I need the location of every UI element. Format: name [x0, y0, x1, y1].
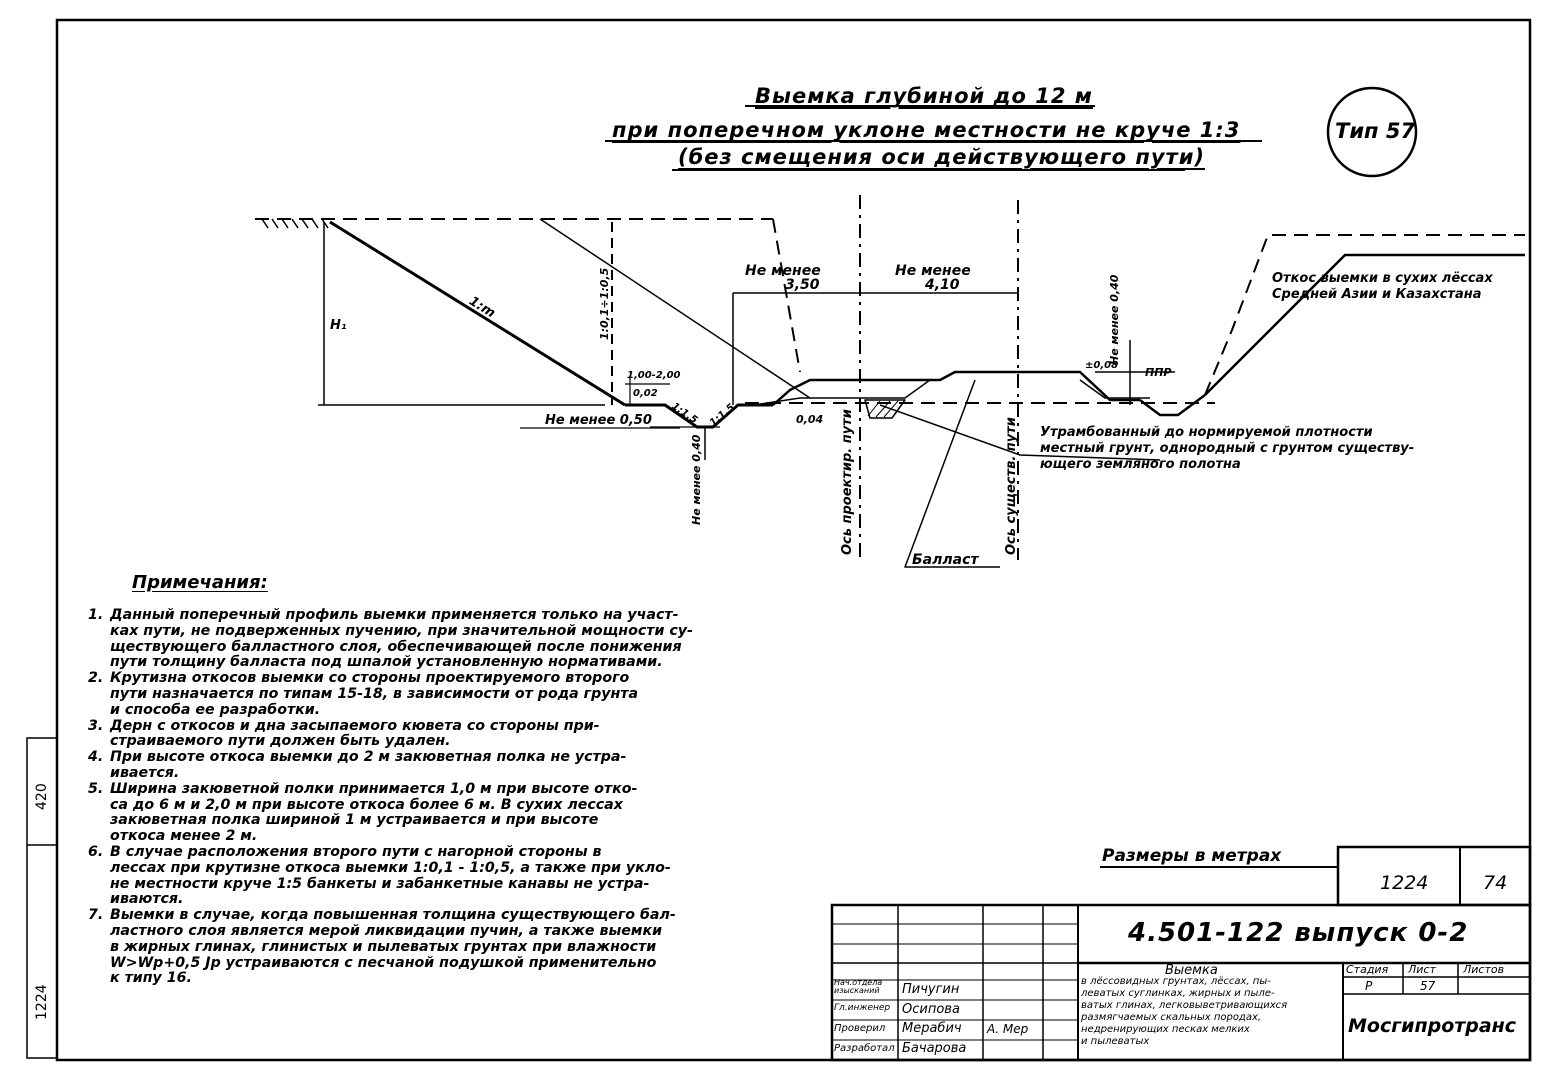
cross-section	[255, 195, 1525, 568]
role-head-of-dept: Нач.отдела изысканий	[834, 978, 883, 995]
margin-code-bottom: 1224	[34, 984, 50, 1020]
role-checked: Проверил	[834, 1023, 886, 1034]
document-number: 4.501-122 выпуск 0-2	[1128, 918, 1469, 948]
compaction-note-3: ющего земляного полотна	[1040, 457, 1241, 472]
value-008-label: ±0,08	[1085, 360, 1119, 371]
note-text: Данный поперечный профиль выемки применя…	[110, 607, 693, 671]
margin-code-top: 420	[34, 783, 50, 810]
name-3: Мерабич	[902, 1021, 962, 1036]
name-2: Осипова	[902, 1002, 960, 1017]
note-number: 1.	[88, 607, 104, 623]
role-developed: Разработал	[834, 1043, 895, 1054]
berm-slope-label: 0,02	[633, 388, 658, 399]
notes-list: 1. Данный поперечный профиль выемки приме…	[88, 607, 818, 987]
min-350-label-b: 3,50	[785, 277, 820, 293]
note-item: 6. В случае расположения второго пути с н…	[88, 843, 818, 908]
compaction-note-1: Утрамбованный до нормируемой плотности	[1040, 425, 1373, 440]
description-title: Выемка	[1165, 963, 1218, 978]
name-1: Пичугин	[902, 982, 960, 997]
header-sheets: Листов	[1463, 963, 1505, 976]
slope-1m	[329, 220, 626, 407]
title-line-3: (без смещения оси действующего пути)	[678, 145, 1206, 169]
note-item: 2. Крутизна откосов выемки со стороны про…	[88, 670, 818, 718]
ballast-label: Балласт	[912, 552, 979, 568]
code-left: 1224	[1380, 872, 1429, 894]
units-label: Размеры в метрах	[1102, 846, 1282, 866]
compaction-note-2: местный грунт, однородный с грунтом суще…	[1040, 441, 1415, 456]
description: в лёссовидных грунтах, лёссах, пы- леват…	[1081, 976, 1288, 1047]
title-block	[830, 845, 1532, 1062]
value-sheet: 57	[1420, 979, 1436, 993]
min-410-label-a: Не менее	[895, 263, 971, 279]
note-text: Дерн с откосов и дна засыпаемого кювета …	[110, 717, 600, 750]
note-number: 2.	[88, 670, 104, 687]
min-040-ditch-label: Не менее 0,40	[690, 434, 703, 525]
note-text: Крутизна откосов выемки со стороны проек…	[110, 670, 639, 718]
note-number: 7.	[88, 907, 104, 924]
min-040-right-label: Не менее 0,40	[1108, 274, 1121, 365]
value-004-label: 0,04	[796, 413, 824, 426]
signature-checker: А. Мер	[987, 1022, 1029, 1036]
name-4: Бачарова	[902, 1041, 967, 1056]
note-text: В случае расположения второго пути с наг…	[110, 843, 671, 908]
note-item: 5. Ширина закюветной полки принимается 1,…	[88, 780, 818, 845]
slope-01-05-label: 1:0,1÷1:0,5	[598, 267, 611, 340]
note-item: 4. При высоте откоса выемки до 2 м закюве…	[88, 749, 818, 782]
axis-projected-label: Ось проектир. пути	[840, 409, 855, 555]
ppr-label: ППР	[1145, 366, 1172, 379]
berm-width-label: 1,00-2,00	[627, 370, 681, 381]
role-chief-engineer: Гл.инженер	[834, 1003, 891, 1013]
note-text: При высоте откоса выемки до 2 м закюветн…	[110, 749, 627, 781]
note-item: 1. Данный поперечный профиль выемки приме…	[88, 607, 818, 671]
slope-note-line-2: Средней Азии и Казахстана	[1272, 287, 1482, 302]
axis-existing-label: Ось существ. пути	[1004, 417, 1019, 555]
note-text: Выемки в случае, когда повышенная толщин…	[110, 907, 676, 987]
type-circle	[1326, 86, 1418, 178]
title-line-1: Выемка глубиной до 12 м	[755, 84, 1093, 108]
sheet-frame	[55, 18, 1532, 1062]
min-410-label-b: 4,10	[925, 277, 960, 293]
notes-title: Примечания:	[132, 572, 268, 593]
title-underlines	[605, 105, 1262, 171]
value-stage: Р	[1365, 979, 1373, 993]
code-right: 74	[1483, 872, 1508, 894]
min-350-label-a: Не менее	[745, 263, 821, 279]
header-stage: Стадия	[1346, 963, 1389, 976]
margin-strip	[26, 737, 58, 1059]
header-sheet: Лист	[1408, 963, 1436, 976]
note-item: 7. Выемки в случае, когда повышенная толщ…	[88, 907, 818, 987]
h1-label: H₁	[330, 318, 347, 333]
min-050-label: Не менее 0,50	[545, 413, 652, 428]
note-number: 6.	[88, 843, 104, 860]
type-label: Тип 57	[1335, 119, 1416, 143]
note-number: 3.	[88, 717, 104, 734]
note-item: 3. Дерн с откосов и дна засыпаемого кювет…	[88, 717, 818, 751]
note-number: 4.	[88, 749, 104, 766]
note-number: 5.	[88, 780, 104, 797]
title-line-2: при поперечном уклоне местности не круче…	[612, 118, 1241, 142]
slope-note-line-1: Откос выемки в сухих лёссах	[1272, 271, 1493, 286]
organization: Мосгипротранс	[1348, 1015, 1517, 1037]
note-text: Ширина закюветной полки принимается 1,0 …	[110, 780, 638, 845]
